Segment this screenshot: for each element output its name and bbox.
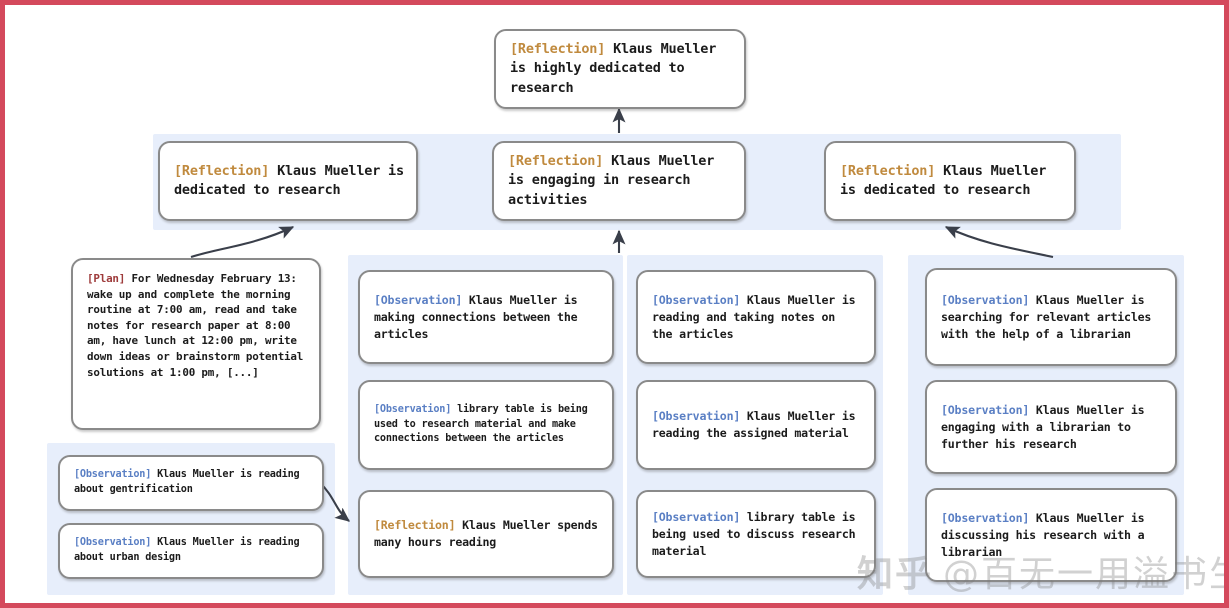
node-body: Klaus Mueller is discussing his research… xyxy=(941,510,1152,559)
node-text: [Observation] Klaus Mueller is discussin… xyxy=(941,510,1163,561)
node-text: [Reflection] Klaus Mueller spends many h… xyxy=(374,517,600,551)
node-observation-gentrification[interactable]: [Observation] Klaus Mueller is reading a… xyxy=(58,455,324,511)
node-body: Klaus Mueller is searching for relevant … xyxy=(941,292,1158,341)
node-text: [Observation] library table is being use… xyxy=(652,509,862,560)
node-observation-searching-articles[interactable]: [Observation] Klaus Mueller is searching… xyxy=(925,268,1177,366)
node-body: library table is being used to research … xyxy=(374,404,594,445)
observation-tag: [Observation] xyxy=(652,509,741,524)
node-text: [Observation] Klaus Mueller is reading a… xyxy=(652,292,862,343)
node-text: [Observation] Klaus Mueller is reading a… xyxy=(74,536,310,565)
node-observation-assigned-material[interactable]: [Observation] Klaus Mueller is reading t… xyxy=(636,380,876,470)
node-body: Klaus Mueller is highly dedicated to res… xyxy=(510,40,725,96)
observation-tag: [Observation] xyxy=(941,292,1030,307)
node-observation-making-connections[interactable]: [Observation] Klaus Mueller is making co… xyxy=(358,270,614,364)
reflection-tag: [Reflection] xyxy=(174,162,270,179)
node-observation-library-table-discuss[interactable]: [Observation] library table is being use… xyxy=(636,490,876,578)
node-body: Klaus Mueller is reading and taking note… xyxy=(652,292,863,341)
reflection-tag: [Reflection] xyxy=(510,40,606,57)
node-observation-reading-taking-notes[interactable]: [Observation] Klaus Mueller is reading a… xyxy=(636,270,876,364)
observation-tag: [Observation] xyxy=(374,292,463,307)
node-root-reflection[interactable]: [Reflection] Klaus Mueller is highly ded… xyxy=(494,29,746,109)
observation-tag: [Observation] xyxy=(941,402,1030,417)
node-reflection-right[interactable]: [Reflection] Klaus Mueller is dedicated … xyxy=(824,141,1076,221)
observation-tag: [Observation] xyxy=(652,292,741,307)
node-observation-urban-design[interactable]: [Observation] Klaus Mueller is reading a… xyxy=(58,523,324,579)
node-body: For Wednesday February 13: wake up and c… xyxy=(87,272,310,379)
node-text: [Reflection] Klaus Mueller is dedicated … xyxy=(840,162,1062,201)
node-text: [Observation] Klaus Mueller is reading a… xyxy=(74,468,310,497)
node-body: Klaus Mueller spends many hours reading xyxy=(374,518,605,549)
plan-tag: [Plan] xyxy=(87,272,126,285)
node-body: Klaus Mueller is making connections betw… xyxy=(374,292,585,341)
node-text: [Reflection] Klaus Mueller is engaging i… xyxy=(508,152,732,211)
node-text: [Observation] Klaus Mueller is searching… xyxy=(941,292,1163,343)
node-plan[interactable]: [Plan] For Wednesday February 13: wake u… xyxy=(71,258,321,430)
node-text: [Observation] Klaus Mueller is reading t… xyxy=(652,408,862,442)
observation-tag: [Observation] xyxy=(652,409,741,423)
node-reflection-left[interactable]: [Reflection] Klaus Mueller is dedicated … xyxy=(158,141,418,221)
watermark-logo: 知乎 xyxy=(857,554,934,595)
observation-tag: [Observation] xyxy=(74,469,152,481)
observation-tag: [Observation] xyxy=(374,404,452,416)
node-observation-discussing-research[interactable]: [Observation] Klaus Mueller is discussin… xyxy=(925,488,1177,582)
node-observation-library-table-connections[interactable]: [Observation] library table is being use… xyxy=(358,380,614,470)
node-reflection-many-hours-reading[interactable]: [Reflection] Klaus Mueller spends many h… xyxy=(358,490,614,578)
node-reflection-middle[interactable]: [Reflection] Klaus Mueller is engaging i… xyxy=(492,141,746,221)
node-text: [Observation] library table is being use… xyxy=(374,403,600,447)
node-body: Klaus Mueller is dedicated to research xyxy=(840,162,1055,199)
node-body: Klaus Mueller is reading about urban des… xyxy=(74,537,306,563)
watermark: 知乎@百无一用溢书生 xyxy=(857,545,1229,597)
reflection-tag: [Reflection] xyxy=(374,518,456,532)
node-body: Klaus Mueller is engaging in research ac… xyxy=(508,152,723,208)
watermark-handle: @百无一用溢书生 xyxy=(943,554,1229,595)
node-observation-engaging-librarian[interactable]: [Observation] Klaus Mueller is engaging … xyxy=(925,380,1177,474)
node-text: [Observation] Klaus Mueller is making co… xyxy=(374,292,600,343)
node-text: [Reflection] Klaus Mueller is dedicated … xyxy=(174,162,404,201)
observation-tag: [Observation] xyxy=(74,537,152,549)
node-body: Klaus Mueller is reading about gentrific… xyxy=(74,469,306,495)
node-text: [Reflection] Klaus Mueller is highly ded… xyxy=(510,40,732,99)
node-text: [Observation] Klaus Mueller is engaging … xyxy=(941,402,1163,453)
reflection-tag: [Reflection] xyxy=(840,162,936,179)
observation-tag: [Observation] xyxy=(941,510,1030,525)
node-text: [Plan] For Wednesday February 13: wake u… xyxy=(87,271,307,380)
node-body: library table is being used to discuss r… xyxy=(652,509,863,558)
node-body: Klaus Mueller is dedicated to research xyxy=(174,162,412,199)
node-body: Klaus Mueller is reading the assigned ma… xyxy=(652,409,863,440)
reflection-tag: [Reflection] xyxy=(508,152,604,169)
node-body: Klaus Mueller is engaging with a librari… xyxy=(941,402,1152,451)
